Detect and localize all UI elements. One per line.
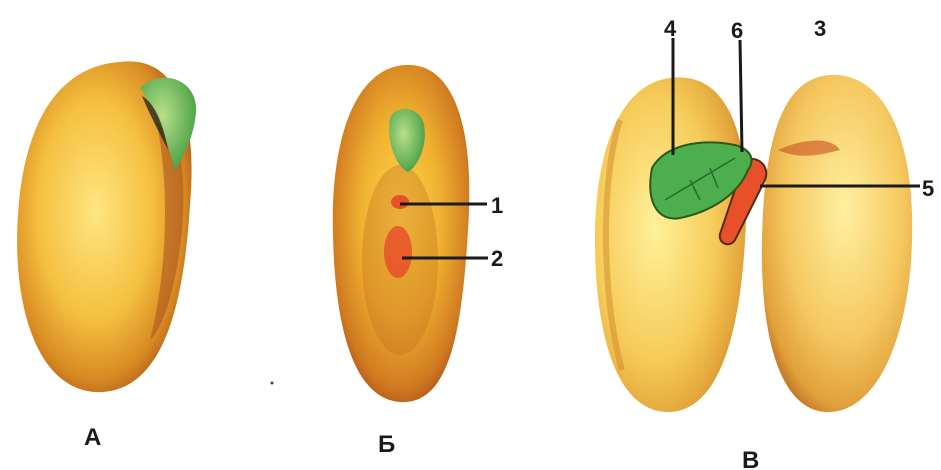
seed-c <box>595 75 912 412</box>
label-5: 5 <box>922 176 934 201</box>
label-6: 6 <box>731 18 743 43</box>
label-3: 3 <box>814 16 826 41</box>
label-2: 2 <box>491 246 503 271</box>
caption-a: А <box>84 424 101 451</box>
seed-b <box>333 65 470 402</box>
caption-b: Б <box>378 431 395 458</box>
speck <box>271 382 274 385</box>
callout-line-6 <box>740 40 742 152</box>
caption-v: В <box>742 447 759 470</box>
seed-b-micropyle <box>391 195 409 209</box>
seed-c-right-cotyledon <box>762 75 912 412</box>
label-4: 4 <box>664 16 677 41</box>
seed-b-hilum <box>384 226 412 278</box>
label-1: 1 <box>491 193 503 218</box>
seed-a <box>17 61 196 392</box>
